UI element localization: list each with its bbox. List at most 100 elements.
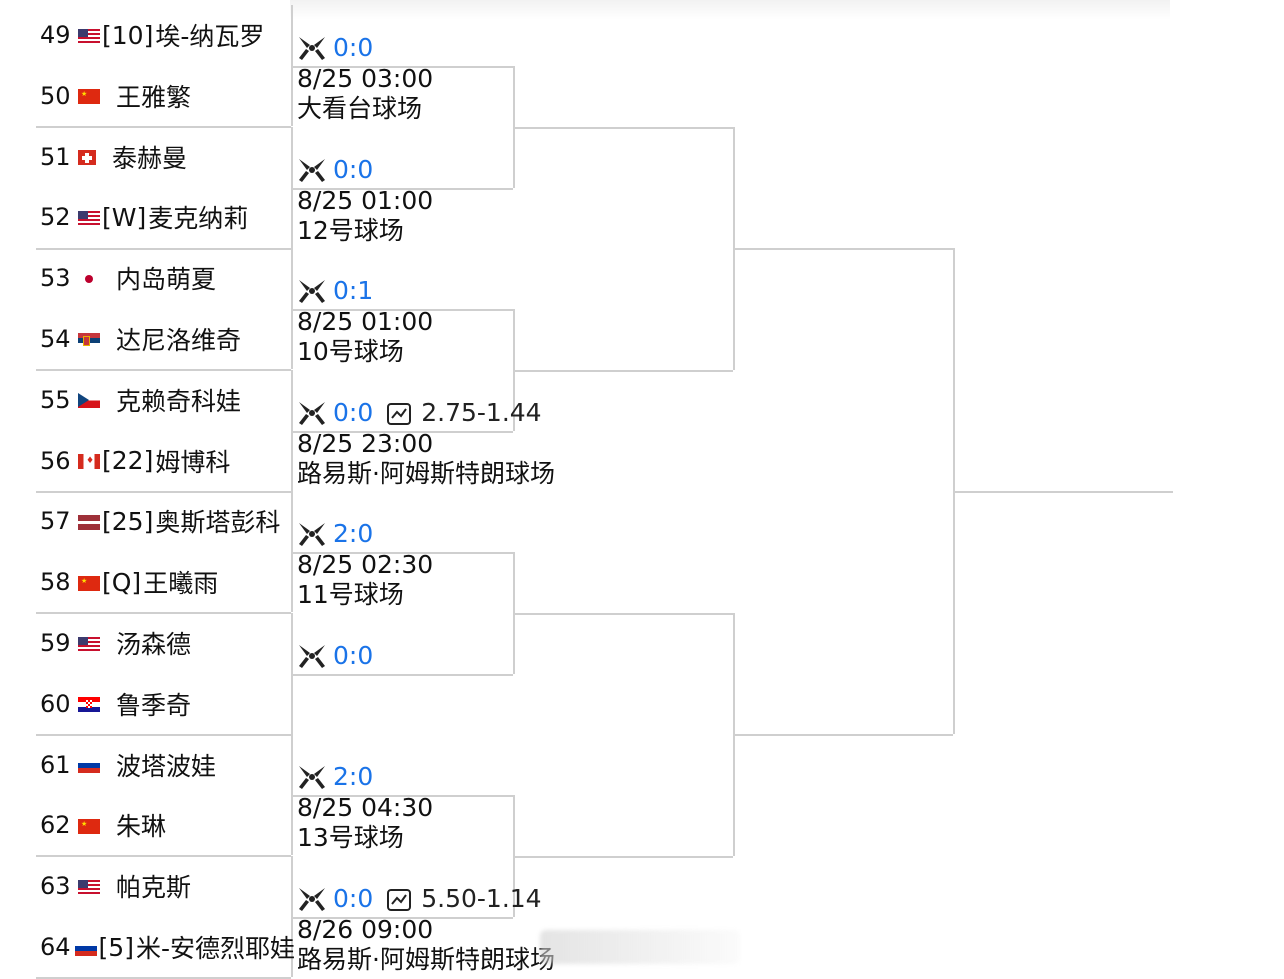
draw-number: 55 [40,385,71,414]
draw-number: 54 [40,325,71,353]
player-name[interactable]: 汤森德 [116,630,192,659]
flag-jp-icon [74,264,102,293]
crossed-rackets-icon [297,643,327,669]
bracket-line [513,613,733,615]
draw-number: 53 [40,264,71,293]
match-score[interactable]: 2:0 [333,519,374,548]
player-row-53[interactable]: 53 内岛萌夏 [36,248,291,308]
bracket-line [513,66,515,188]
player-name[interactable]: 米-安德烈耶娃 [135,934,295,963]
match-score[interactable]: 0:0 [333,640,374,670]
player-name[interactable]: 达尼洛维奇 [116,326,242,355]
draw-number: 60 [40,689,71,718]
match-score[interactable]: 0:0 [333,33,374,62]
flag-ru-icon [74,750,102,779]
match-score[interactable]: 0:1 [333,276,374,305]
bracket-line [291,734,293,855]
flag-us-icon [74,203,102,232]
flag-cz-icon [74,385,102,414]
flag-hr-icon [74,689,102,718]
score-row: 0:0 [297,154,433,186]
player-row-49[interactable]: 49[10]埃-纳瓦罗 [36,5,291,65]
draw-number: 64 [40,933,71,961]
player-name[interactable]: 泰赫曼 [112,143,188,173]
flag-ru-icon [71,933,99,962]
match-score[interactable]: 0:0 [333,154,374,184]
line-chart-icon[interactable] [387,402,412,425]
draw-number: 49 [40,21,71,49]
flag-ca-icon: ♦ [74,446,102,475]
player-row-60[interactable]: 60 鲁季奇 [36,674,291,734]
bracket-line [953,491,1173,493]
player-name[interactable]: 王曦雨 [143,569,219,599]
bracket-line [733,248,953,250]
draw-number: 61 [40,750,71,779]
match-venue: 12号球场 [297,215,404,245]
match-time: 8/25 23:00 [297,428,434,458]
match-odds[interactable]: 2.75-1.44 [421,397,542,427]
score-row: 2:0 [297,761,433,793]
player-name[interactable]: 波塔波娃 [116,751,217,781]
draw-number: 52 [40,203,71,232]
bracket-line [36,247,291,250]
player-name[interactable]: 鲁季奇 [116,690,192,720]
player-row-57[interactable]: 57[25]奥斯塔彭科 [36,491,291,551]
crossed-rackets-icon [297,278,327,304]
flag-cn-icon: ★ [74,811,102,840]
bracket-line [36,733,291,736]
player-row-61[interactable]: 61 波塔波娃 [36,735,291,795]
player-row-64[interactable]: 64[5]米-安德烈耶娃 [36,917,295,977]
player-name[interactable]: 克赖奇科娃 [116,386,242,416]
line-chart-icon[interactable] [387,888,412,911]
player-row-62[interactable]: 62★朱琳 [36,795,291,855]
player-row-55[interactable]: 55 克赖奇科娃 [36,370,291,430]
player-name[interactable]: 王雅繁 [116,82,192,112]
player-row-52[interactable]: 52[W]麦克纳莉 [36,187,291,247]
player-name[interactable]: 朱琳 [116,812,167,842]
match-score[interactable]: 2:0 [333,762,374,791]
bracket-line [513,127,733,129]
match-odds[interactable]: 5.50-1.14 [421,883,542,913]
player-name[interactable]: 麦克纳莉 [148,204,249,234]
draw-number: 58 [40,568,71,597]
match-score[interactable]: 0:0 [333,397,374,427]
bracket-line [291,66,513,68]
bracket-line [36,612,291,614]
flag-ch-icon [74,142,98,171]
player-name[interactable]: 埃-纳瓦罗 [155,22,265,51]
match-time: 8/26 09:00 [297,914,434,944]
player-row-58[interactable]: 58★[Q]王曦雨 [36,552,291,612]
seed-label: [22] [102,446,154,476]
match-score[interactable]: 0:0 [333,883,374,913]
player-name[interactable]: 帕克斯 [116,873,192,903]
player-name[interactable]: 奥斯塔彭科 [155,508,281,538]
match-6[interactable]: 0:0 [297,640,373,672]
bracket-line [36,369,291,371]
bracket-line [291,309,513,311]
bracket-line [36,126,291,128]
bracket-line [291,552,513,554]
flag-rs-icon [74,325,102,354]
match-time: 8/25 01:00 [297,307,434,336]
player-name[interactable]: 内岛萌夏 [116,265,217,295]
bracket-line [291,795,513,797]
match-venue: 10号球场 [297,337,404,366]
draw-number: 50 [40,81,71,110]
bracket-line [291,5,293,126]
player-row-50[interactable]: 50★王雅繁 [36,66,291,126]
player-row-56[interactable]: 56♦[22]姆博科 [36,431,291,491]
match-time: 8/25 02:30 [297,550,434,579]
player-row-54[interactable]: 54 达尼洛维奇 [36,309,291,369]
player-name[interactable]: 姆博科 [155,447,231,477]
bracket-line [291,916,513,919]
